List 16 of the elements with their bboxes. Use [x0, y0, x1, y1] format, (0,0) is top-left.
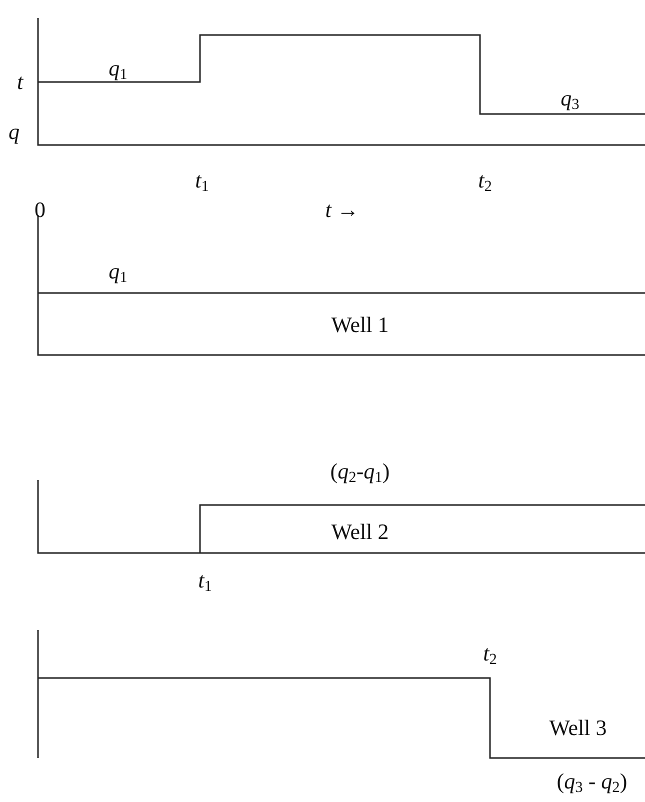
math-label: Well 2: [331, 521, 389, 543]
math-label: 0: [34, 199, 46, 221]
math-label: q: [8, 121, 20, 143]
math-label: q$_{1}$: [108, 57, 128, 83]
math-label: t →: [325, 199, 359, 221]
math-label: t$_{2}$: [483, 642, 497, 668]
math-label: t: [16, 71, 24, 93]
math-label: t$_{1}$: [198, 569, 212, 595]
math-label: (q$_{3}$ - q$_{2}$): [556, 770, 628, 796]
math-label: Well 1: [331, 314, 389, 336]
math-label: t$_{1}$: [195, 169, 209, 195]
math-label: Well 3: [549, 717, 607, 739]
math-label: t$_{2}$: [478, 169, 492, 195]
math-label: (q$_{2}$-q$_{1}$): [330, 460, 390, 486]
math-label: q$_{1}$: [108, 260, 128, 286]
math-label: q$_{3}$: [560, 87, 580, 113]
